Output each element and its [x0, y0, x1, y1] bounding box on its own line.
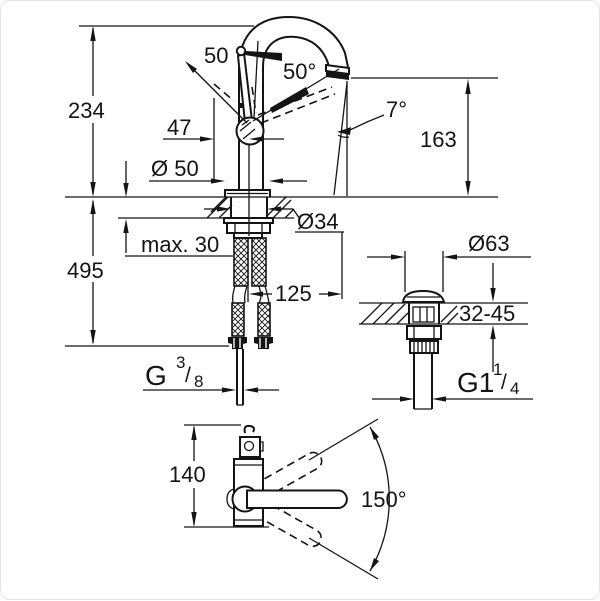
dim-overall-height: 234 [68, 25, 254, 197]
drain-thread-num: 1 [493, 360, 502, 379]
lever-tip-ball [235, 45, 247, 57]
drain-thread-den: 4 [510, 379, 519, 398]
supply-thread-den: 8 [194, 372, 203, 391]
dim-drain-thread: G1 1 / 4 [372, 360, 533, 402]
dim-deck-thickness: max. 30 [123, 161, 233, 257]
lever-angle-arrow-left [185, 61, 197, 73]
base-diameter-label: Ø 50 [151, 156, 199, 181]
body-depth-label: 140 [169, 462, 206, 487]
swivel-dashed-spouts [252, 451, 323, 548]
drain-flange-label: Ø63 [468, 231, 510, 256]
dim-drain-flange: Ø63 [367, 231, 531, 292]
supply-thread-slash: / [185, 364, 191, 387]
overall-height-label: 234 [68, 98, 105, 123]
dim-lever-clearance: 50 [204, 43, 282, 68]
hose-connector-right [254, 337, 273, 349]
front-view: 50 50° 234 495 [65, 15, 498, 406]
hose-connector-left [228, 337, 247, 349]
dim-mount-hole: Ø34 [204, 206, 344, 299]
drain-valve-view: Ø63 [359, 231, 533, 410]
dim-spout-height: 163 [351, 77, 498, 196]
drain-thread-slash: / [501, 371, 507, 394]
dim-lever-angle: 50° [185, 59, 340, 124]
top-view-lever [239, 424, 264, 459]
faucet-base-flange [224, 189, 271, 197]
dim-total-depth: 495 [65, 199, 229, 347]
supply-thread-g: G [145, 360, 167, 391]
dim-base-diameter: Ø 50 [149, 156, 307, 184]
total-depth-label: 495 [67, 258, 104, 283]
hose-projection-label: 125 [275, 281, 312, 306]
drain-deck-range-label: 32-45 [459, 301, 515, 326]
lever-clearance-arrow [245, 51, 282, 61]
supply-hoses [228, 237, 273, 406]
lever-offset-label: 47 [167, 115, 191, 140]
dim-supply-thread: G 3 / 8 [143, 353, 279, 393]
lever-angle-arrow-right [270, 87, 309, 113]
top-view: 140 150° [169, 418, 407, 580]
mount-hole-label: Ø34 [297, 209, 339, 234]
drain-body [406, 303, 442, 410]
supply-thread-num: 3 [176, 353, 185, 372]
spout-height-label: 163 [420, 127, 457, 152]
dim-lever-offset: 47 [163, 98, 284, 183]
spout-tilt-label: 7° [386, 97, 407, 122]
dim-swivel-angle: 150° [308, 418, 407, 580]
swivel-angle-label: 150° [361, 487, 407, 512]
drain-thread-g: G1 [457, 367, 494, 398]
lever-motion-dashes [213, 83, 336, 124]
drain-deck-hatching [360, 302, 459, 325]
dim-body-depth: 140 [169, 424, 269, 528]
lever-clearance-label: 50 [204, 43, 228, 68]
dim-drain-deck-range: 32-45 [459, 263, 515, 372]
lever-tip-glyph [243, 424, 255, 434]
top-view-spout [231, 485, 348, 513]
dim-spout-tilt: 7° [333, 81, 407, 196]
drain-cap [401, 289, 446, 303]
deck-thickness-label: max. 30 [141, 232, 219, 257]
lever-angle-label: 50° [283, 59, 316, 84]
dim-hose-projection: 125 [247, 281, 342, 306]
